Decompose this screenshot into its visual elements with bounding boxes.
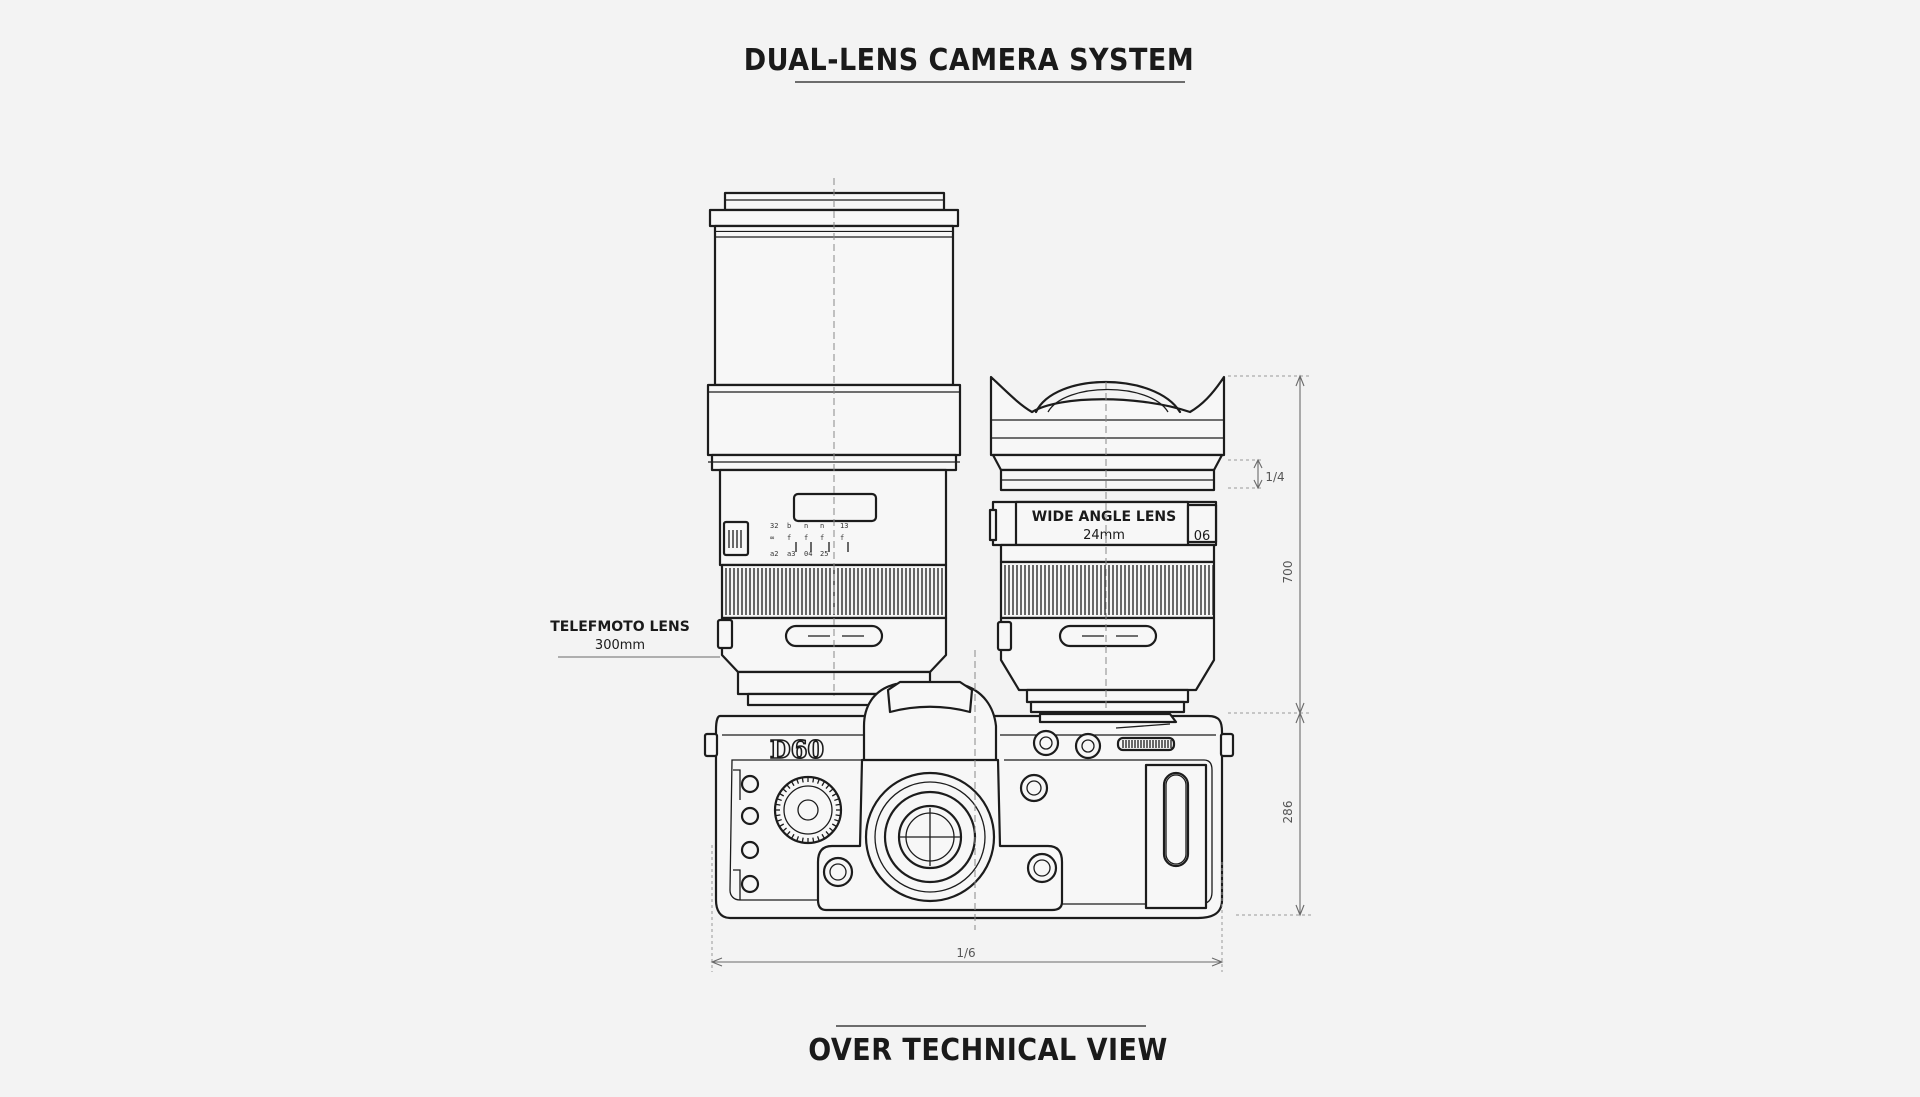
svg-text:b: b: [787, 522, 791, 530]
dim-body-width: 1/6: [956, 946, 975, 960]
svg-text:25: 25: [820, 550, 828, 558]
svg-text:f: f: [820, 534, 824, 542]
wide-lens-badge: 06: [1194, 529, 1211, 544]
diagram-title: DUAL-LENS CAMERA SYSTEM: [744, 43, 1194, 78]
svg-text:a2: a2: [770, 550, 778, 558]
dim-lens-height: 700: [1281, 561, 1295, 584]
svg-text:f: f: [804, 534, 808, 542]
svg-text:n: n: [804, 522, 808, 530]
svg-text:32: 32: [770, 522, 778, 530]
svg-text:f: f: [787, 534, 791, 542]
svg-text:a3: a3: [787, 550, 795, 558]
svg-text:n: n: [820, 522, 824, 530]
wide-lens-name: WIDE ANGLE LENS: [1032, 509, 1176, 525]
dim-body-height: 286: [1281, 801, 1295, 824]
dimension-lines: [710, 374, 1312, 972]
footer-caption: OVER TECHNICAL VIEW: [808, 1033, 1167, 1068]
wide-angle-lens: [988, 375, 1226, 714]
svg-text:13: 13: [840, 522, 848, 530]
wide-lens-focal: 24mm: [1083, 528, 1125, 543]
body-brand: D60: [770, 735, 824, 764]
svg-text:04: 04: [804, 550, 812, 558]
svg-text:f: f: [840, 534, 844, 542]
svg-text:∞: ∞: [770, 534, 774, 542]
telephoto-lens-name: TELEFMOTO LENS: [550, 619, 690, 635]
telephoto-lens-focal: 300mm: [595, 638, 645, 653]
camera-body: [703, 680, 1235, 920]
dim-hood-step: 1/4: [1265, 470, 1284, 484]
